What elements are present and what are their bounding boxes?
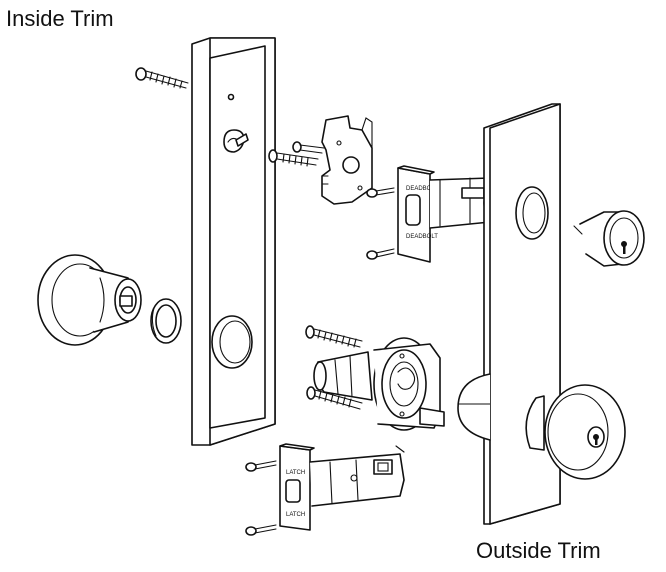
chassis-thru-bolts	[305, 325, 363, 410]
inside-rose-ring	[150, 298, 182, 344]
svg-text:LATCH: LATCH	[286, 512, 305, 518]
outside-trim-label: Outside Trim	[476, 538, 601, 563]
knob-latch-screws	[245, 460, 277, 536]
deadbolt-latch-screws	[366, 187, 395, 260]
knob-lock-chassis	[313, 337, 445, 431]
trim-mounting-screw-top	[135, 67, 189, 89]
outside-keyed-knob	[525, 384, 626, 480]
knob-latch: LATCH LATCH	[279, 443, 405, 531]
deadbolt-mounting-plate	[321, 115, 373, 205]
svg-text:DEADBOLT: DEADBOLT	[406, 186, 438, 192]
inside-trim-plate	[191, 37, 276, 446]
svg-text:LATCH: LATCH	[286, 470, 305, 476]
deadbolt-thru-bolt	[268, 141, 325, 167]
inside-trim-label: Inside Trim	[6, 6, 114, 31]
svg-text:DEADBOLT: DEADBOLT	[406, 234, 438, 240]
deadbolt-latch: DEADBOLT DEADBOLT	[397, 165, 493, 263]
deadbolt-key-cylinder	[573, 210, 645, 267]
inside-knob	[37, 254, 142, 346]
outside-trim-plate	[457, 103, 561, 525]
